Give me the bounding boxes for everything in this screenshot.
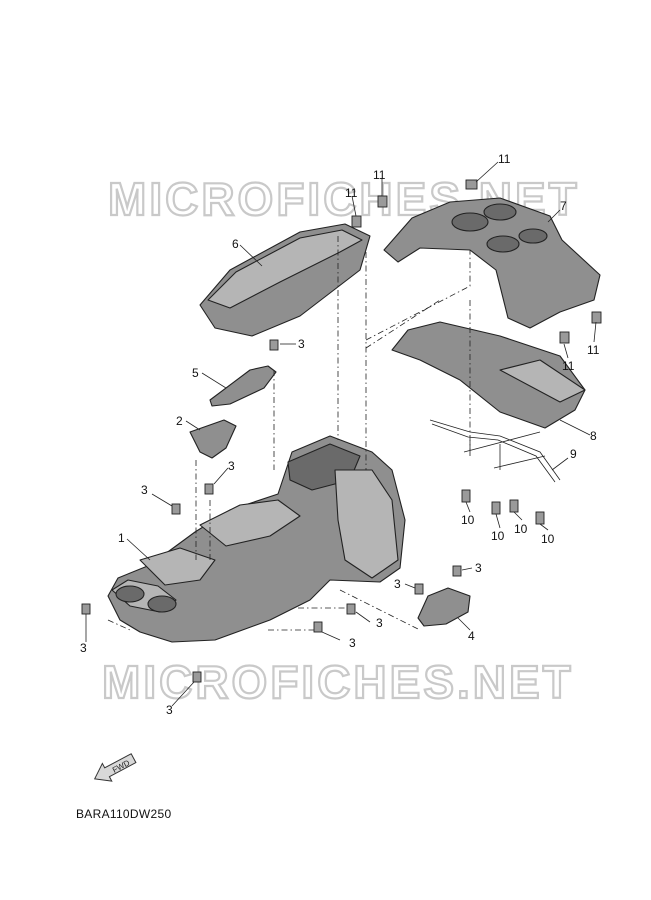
callout-11b: 11 <box>345 186 358 200</box>
part-6-lid <box>199 223 371 337</box>
part-5-handle <box>209 365 277 407</box>
callout-11d: 11 <box>587 343 600 357</box>
callout-3e: 3 <box>166 703 173 717</box>
callout-3d: 3 <box>80 641 87 655</box>
part-1-console-body <box>107 435 406 643</box>
fwd-arrow-icon: FWD <box>93 753 137 782</box>
fasteners <box>81 179 602 683</box>
callout-labels: 1 2 5 6 7 8 9 4 3 3 3 3 3 3 3 3 3 10 10 … <box>80 152 600 717</box>
callout-10c: 10 <box>514 522 528 536</box>
part-8-tray <box>391 321 586 429</box>
leader-lines <box>85 161 597 707</box>
callout-11e: 11 <box>562 359 575 373</box>
callout-3h: 3 <box>394 577 401 591</box>
part-7-cup-holder <box>383 197 601 329</box>
callout-9: 9 <box>570 447 577 461</box>
callout-3g: 3 <box>376 616 383 630</box>
callout-5: 5 <box>192 366 199 380</box>
callout-11a: 11 <box>373 168 386 182</box>
callout-11c: 11 <box>498 152 511 166</box>
callout-4: 4 <box>468 629 475 643</box>
callout-3a: 3 <box>298 337 305 351</box>
callout-7: 7 <box>560 199 567 213</box>
callout-3f: 3 <box>349 636 356 650</box>
watermark-bottom: MICROFICHES.NET <box>102 656 574 708</box>
callout-10d: 10 <box>541 532 555 546</box>
drawing-code: BARA110DW250 <box>76 807 172 821</box>
part-2-cover <box>189 419 237 459</box>
callout-2: 2 <box>176 414 183 428</box>
callout-1: 1 <box>118 531 125 545</box>
callout-3c: 3 <box>141 483 148 497</box>
callout-3b: 3 <box>228 459 235 473</box>
callout-3i: 3 <box>475 561 482 575</box>
callout-8: 8 <box>590 429 597 443</box>
callout-10a: 10 <box>461 513 475 527</box>
callout-10b: 10 <box>491 529 505 543</box>
part-9-bracket <box>429 419 561 483</box>
assembly-lines <box>107 236 471 631</box>
part-4-bracket <box>417 587 471 627</box>
callout-6: 6 <box>232 237 239 251</box>
